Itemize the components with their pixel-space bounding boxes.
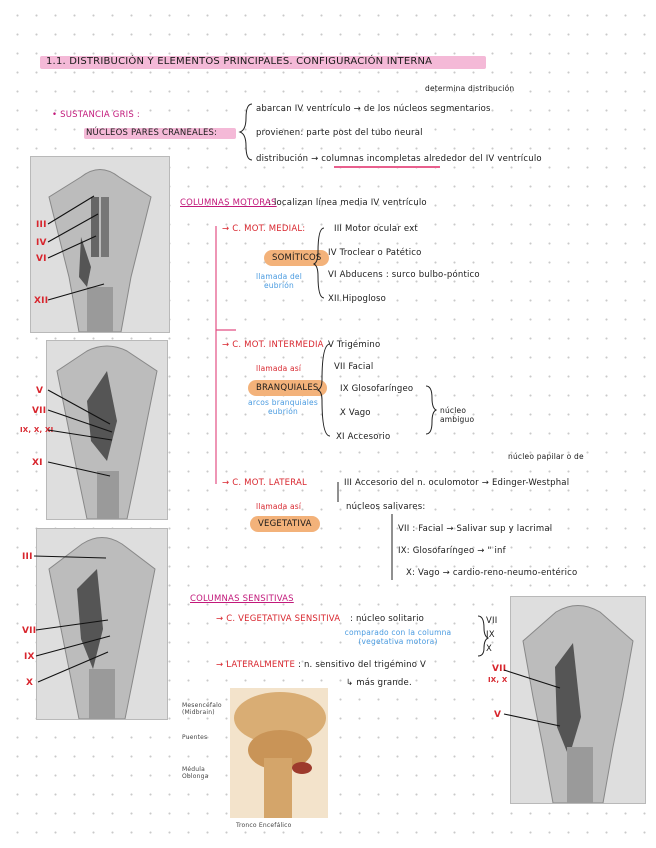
notes-page: 1.1. DISTRIBUCIÓN Y ELEMENTOS PRINCIPALE… [0,0,656,848]
photo-arrows [0,0,656,848]
